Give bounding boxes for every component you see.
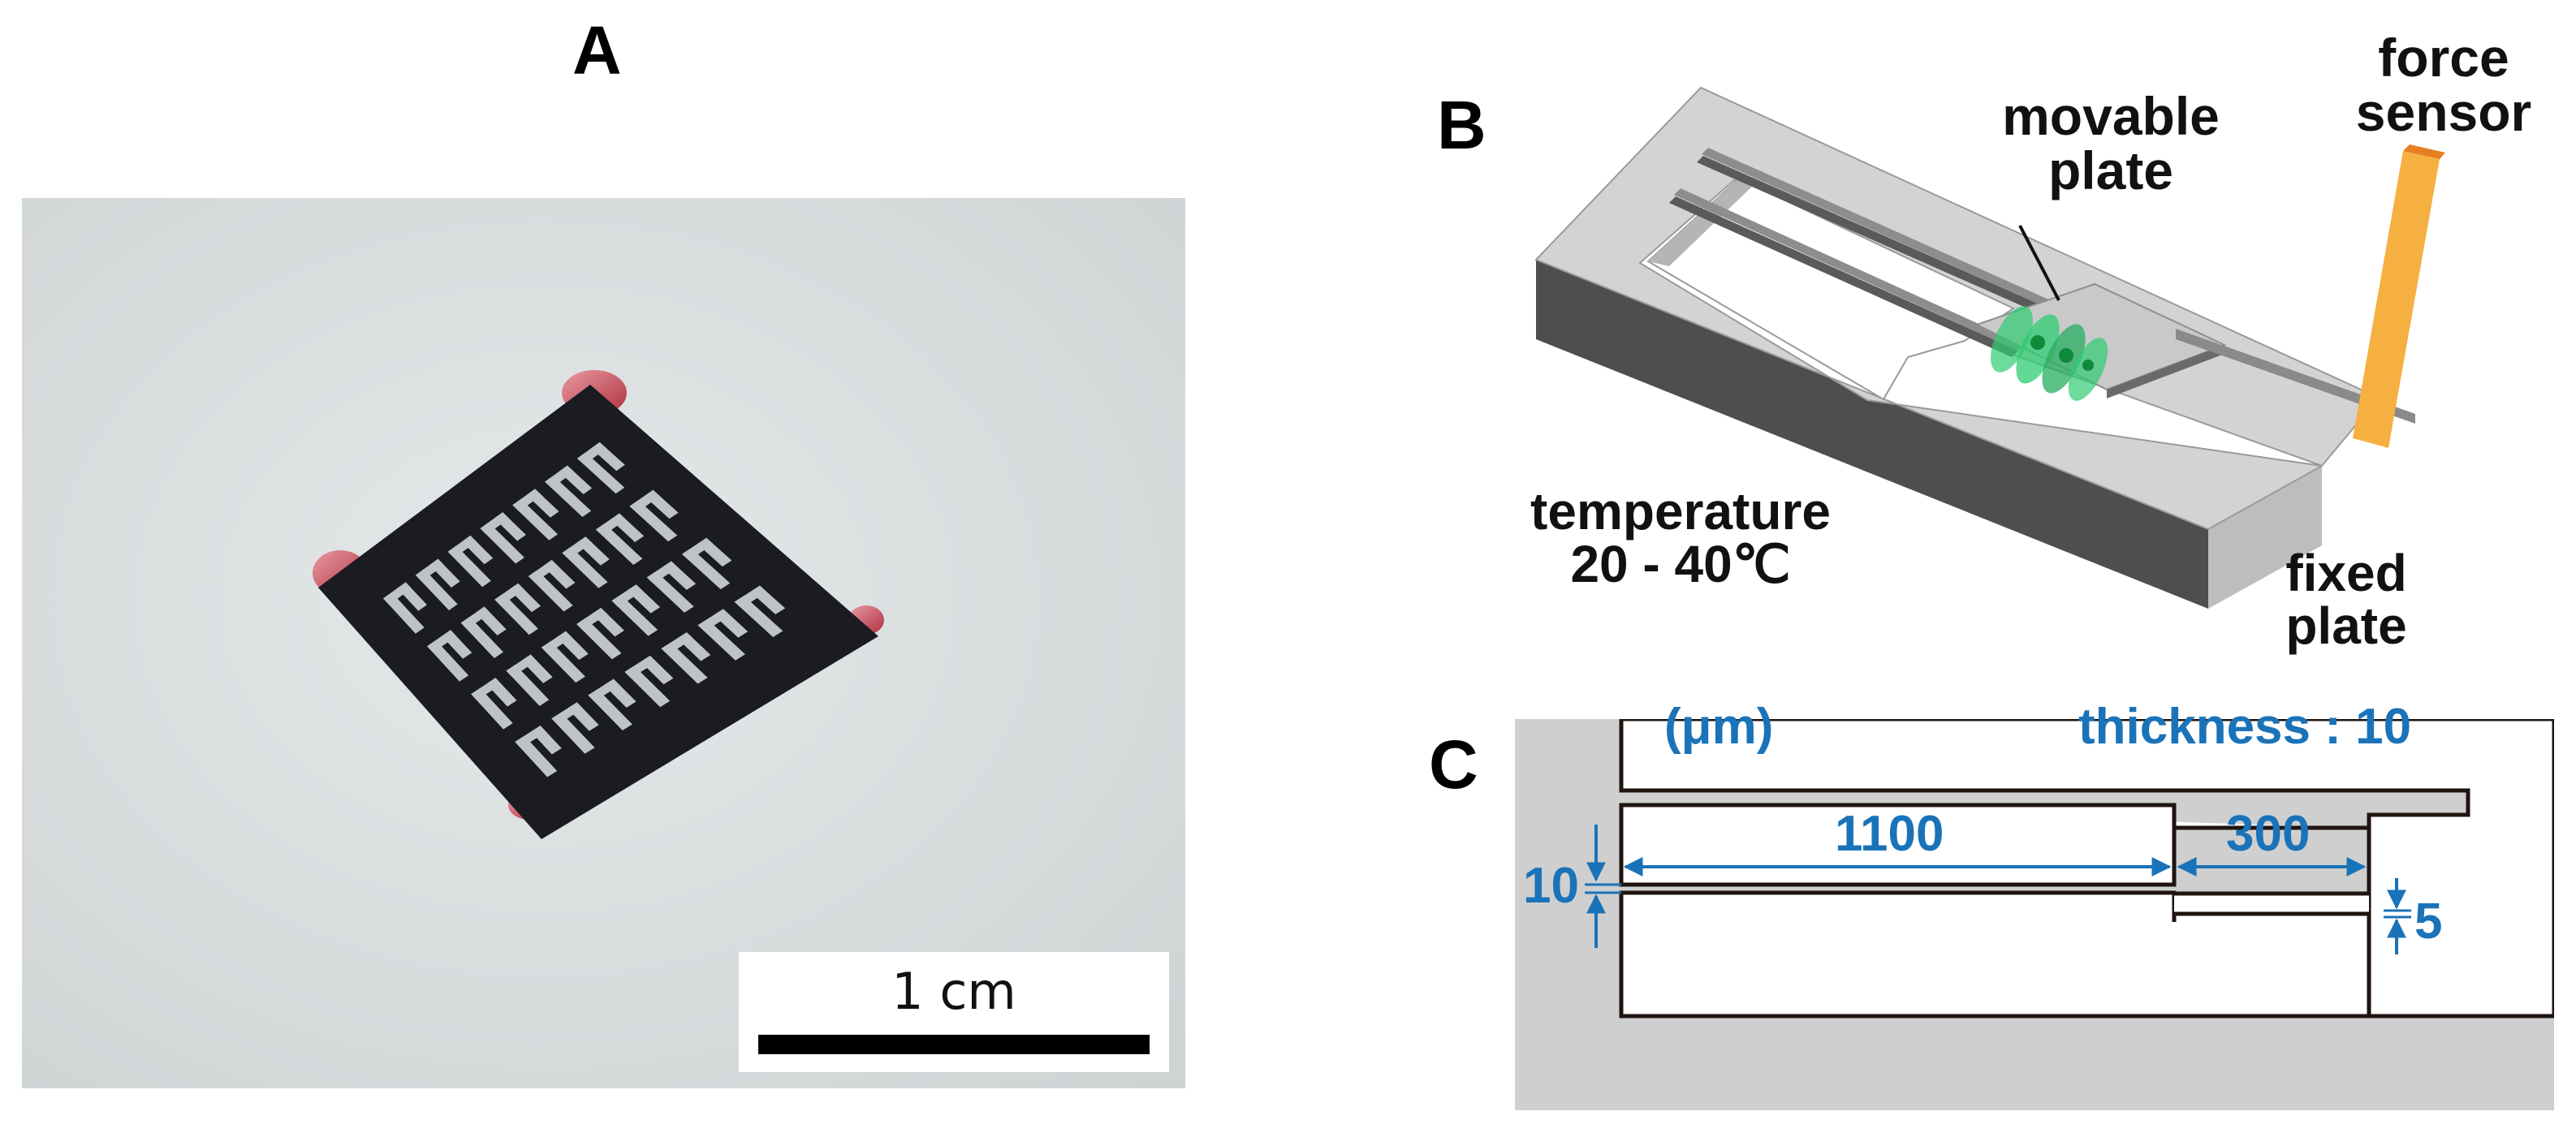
specimen-slot bbox=[460, 617, 503, 658]
specimen-slot bbox=[480, 512, 510, 535]
specimen-slot bbox=[541, 641, 585, 683]
specimen-slot bbox=[588, 689, 632, 730]
specimen-slot bbox=[528, 560, 559, 583]
specimen-slot bbox=[562, 546, 608, 588]
label-force-sensor: force sensor bbox=[2355, 28, 2532, 143]
specimen-slot bbox=[545, 465, 575, 489]
dim-5-label: 5 bbox=[2414, 894, 2443, 950]
base-end-face bbox=[2208, 466, 2322, 609]
scale-bar-line bbox=[758, 1035, 1150, 1054]
dim-300-label: 300 bbox=[2226, 806, 2311, 862]
specimen-slot bbox=[611, 584, 643, 607]
specimen-slot bbox=[576, 607, 608, 631]
specimen-slot bbox=[595, 523, 643, 565]
specimen-slot bbox=[427, 630, 457, 653]
movable-plate-leader bbox=[2018, 225, 2060, 301]
specimen-slot bbox=[646, 561, 679, 584]
specimen-slot bbox=[697, 618, 745, 661]
opening-inner-wall bbox=[1648, 179, 1754, 266]
specimen-slot bbox=[682, 548, 731, 590]
specimen-slot bbox=[562, 536, 593, 560]
specimen-photo bbox=[22, 198, 1185, 1088]
specimen-slot bbox=[646, 571, 694, 613]
specimen-slot bbox=[415, 569, 458, 611]
specimen-slot bbox=[415, 558, 445, 582]
specimen-slot bbox=[661, 632, 694, 655]
specimen-slot bbox=[541, 631, 572, 654]
specimen-slot bbox=[629, 489, 661, 513]
specimen-slot bbox=[661, 642, 708, 684]
specimen-slot bbox=[512, 498, 559, 541]
specimen-slot bbox=[734, 596, 783, 637]
specimen-slot bbox=[588, 678, 620, 702]
thickness-label: thickness : 10 bbox=[2078, 699, 2412, 755]
specimen-slot bbox=[551, 702, 584, 726]
specimen-slot bbox=[383, 592, 425, 634]
specimen-slot bbox=[512, 489, 542, 512]
specimen-slot bbox=[383, 582, 412, 605]
specimen-slot bbox=[506, 654, 537, 678]
specimen-slots bbox=[383, 441, 786, 777]
specimen-slot bbox=[624, 665, 671, 708]
label-temperature: temperature 20 - 40℃ bbox=[1530, 482, 1831, 594]
probe-arm bbox=[2176, 329, 2415, 424]
force-sensor-front bbox=[2353, 151, 2440, 448]
panel-c-letter: C bbox=[1429, 726, 1478, 803]
specimen-slot bbox=[682, 537, 714, 561]
specimen-slot bbox=[576, 452, 625, 494]
scale-bar-label: 1 cm bbox=[891, 962, 1016, 1021]
base-left-face bbox=[1536, 260, 2208, 609]
dim-10-label: 10 bbox=[1523, 858, 1579, 914]
dim-1100-label: 1100 bbox=[1835, 806, 1944, 862]
specimen-slot bbox=[447, 535, 477, 558]
label-fixed-plate: fixed plate bbox=[2285, 544, 2407, 656]
specimen-slot bbox=[576, 618, 622, 660]
specimen-slot bbox=[506, 664, 550, 706]
specimen-slot bbox=[427, 640, 469, 682]
unit-label: (μm) bbox=[1664, 699, 1774, 755]
specimen-slot bbox=[576, 441, 607, 465]
narrow-gap bbox=[2174, 894, 2369, 913]
specimen-slot bbox=[480, 522, 524, 564]
cell-spots bbox=[1991, 306, 2108, 401]
movable-plate-edge bbox=[2107, 345, 2224, 398]
specimen-slot bbox=[515, 726, 546, 748]
beam-upper-top bbox=[1702, 148, 2083, 321]
panel-a-letter: A bbox=[572, 12, 622, 88]
force-sensor-side bbox=[2403, 144, 2445, 159]
beam-lower-top bbox=[1674, 188, 2023, 351]
specimen-slot bbox=[545, 476, 592, 518]
specimen-slot bbox=[515, 735, 558, 777]
specimen-slot bbox=[471, 678, 502, 700]
cross-section-schematic bbox=[1515, 719, 2554, 1110]
device-3d-diagram bbox=[1534, 86, 2445, 609]
specimen-slot bbox=[551, 712, 595, 754]
specimen-slot bbox=[447, 545, 491, 588]
specimen-slot bbox=[494, 593, 538, 635]
specimen-slot bbox=[629, 500, 678, 542]
specimen-slot bbox=[595, 513, 627, 536]
panel-b-letter: B bbox=[1437, 87, 1486, 163]
specimen-slot bbox=[471, 687, 513, 730]
specimen-slot bbox=[734, 585, 767, 609]
specimen-slot bbox=[528, 570, 573, 612]
label-movable-plate: movable plate bbox=[2002, 86, 2220, 201]
specimen-slot bbox=[460, 606, 491, 630]
specimen-slot bbox=[494, 583, 524, 606]
scale-bar: 1 cm bbox=[739, 952, 1169, 1072]
specimen-slot bbox=[697, 609, 731, 632]
specimen-slot bbox=[624, 655, 657, 678]
specimen-slot bbox=[611, 594, 658, 636]
beam-lower bbox=[1669, 196, 2018, 357]
beam-upper bbox=[1697, 156, 2078, 328]
